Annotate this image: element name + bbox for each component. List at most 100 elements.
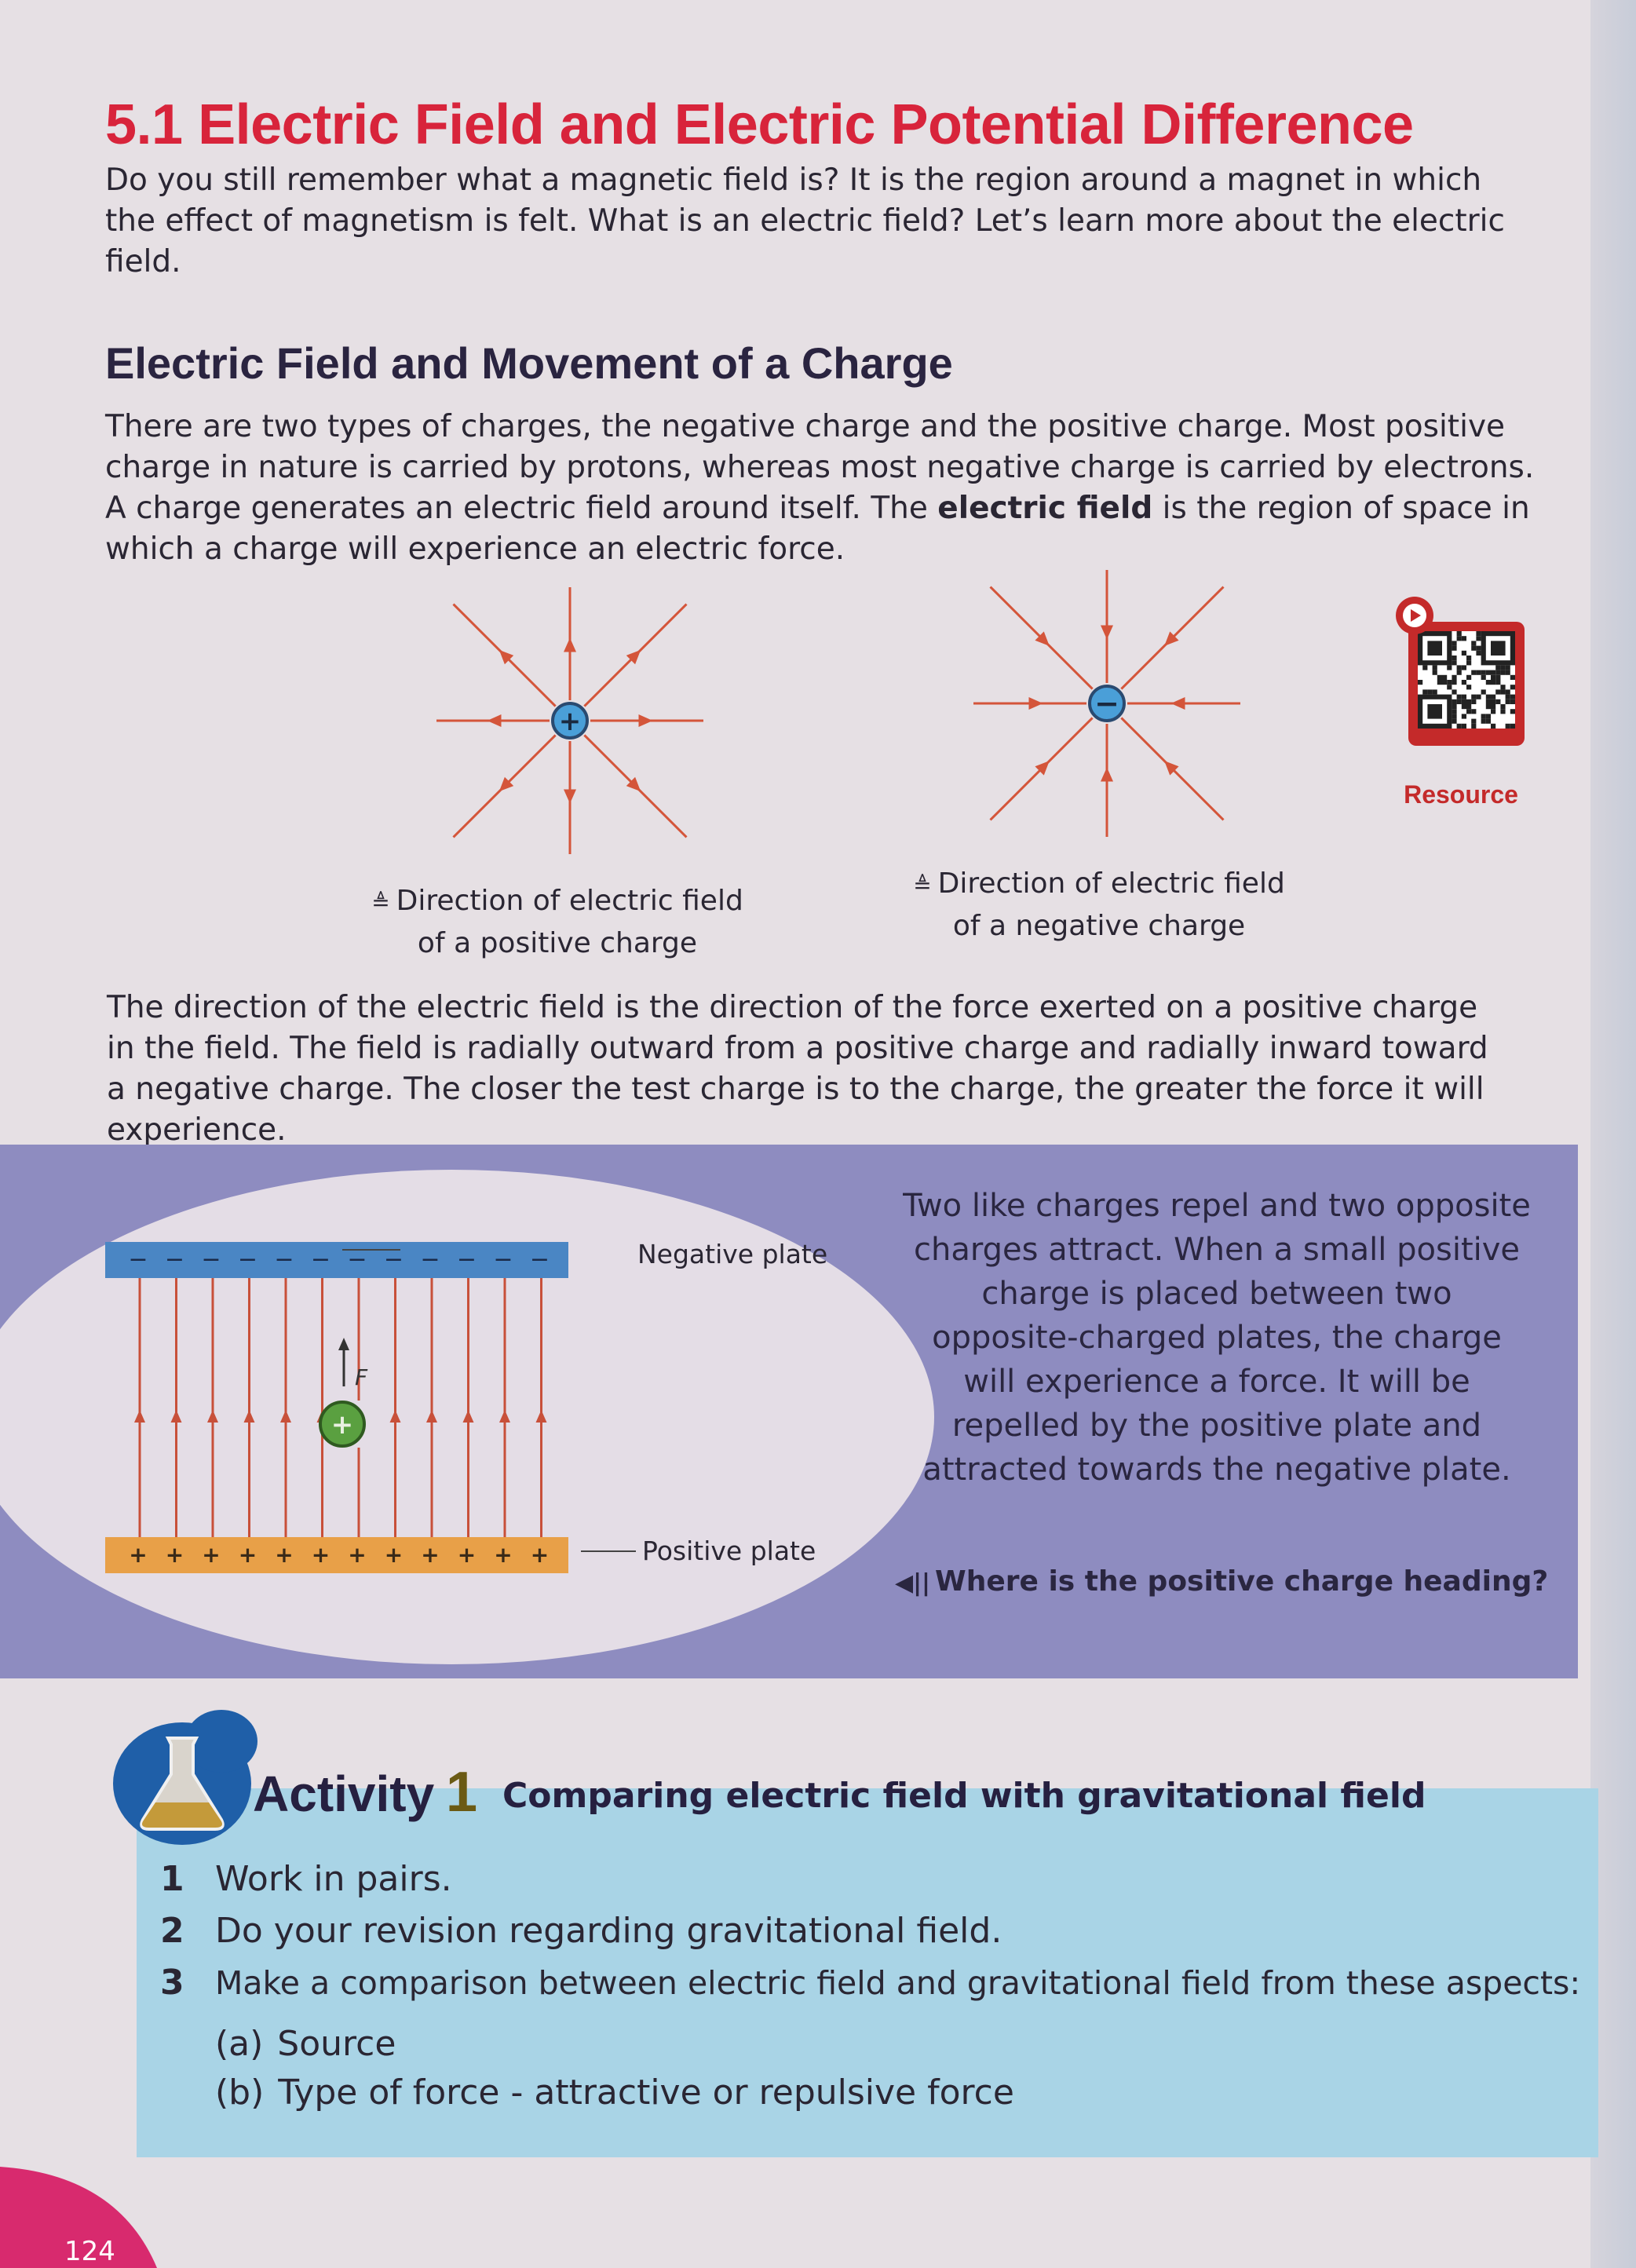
activity-item-1: 1 Work in pairs.	[160, 1859, 452, 1899]
negative-caption: ≜Direction of electric field of a negati…	[911, 864, 1287, 947]
activity-item-2: 2 Do your revision regarding gravitationa…	[160, 1911, 1002, 1951]
audio-icon[interactable]: ◀||	[895, 1569, 930, 1597]
caption-text: Direction of electric field	[396, 885, 743, 917]
positive-charge-diagram: +	[436, 587, 703, 854]
activity-subitem-a: (a)Source	[215, 2024, 396, 2064]
direction-line: experience.	[107, 1112, 287, 1148]
force-arrowhead	[338, 1338, 349, 1350]
positive-caption: ≜Direction of electric field of a positi…	[369, 881, 746, 964]
positive-plate-label: Positive plate	[642, 1536, 816, 1566]
direction-line: The direction of the electric field is t…	[107, 990, 1478, 1025]
field-arrowhead	[626, 776, 641, 792]
direction-paragraph: The direction of the electric field is t…	[107, 988, 1583, 1151]
question-line[interactable]: ◀||Where is the positive charge heading?	[895, 1565, 1548, 1598]
subitem-label: (a)	[215, 2024, 264, 2064]
item-number: 3	[160, 1963, 184, 2003]
positive-field-lines	[436, 587, 703, 854]
qr-code-icon	[1396, 597, 1525, 746]
negative-plate-signs: −−−−−−−−−−−−	[128, 1246, 550, 1273]
negative-sign: −	[165, 1246, 184, 1273]
field-arrowhead	[1164, 631, 1179, 646]
negative-field-lines	[973, 570, 1240, 837]
negative-sign: −	[201, 1246, 221, 1273]
plate-field-arrowhead	[462, 1410, 474, 1423]
explanation-line: charges attract. When a small positive	[913, 1232, 1521, 1268]
positive-sign: +	[166, 1542, 184, 1568]
direction-line: a negative charge. The closer the test c…	[107, 1072, 1484, 1107]
resource-qr[interactable]: Resource	[1394, 589, 1528, 809]
negative-charge-diagram: −	[973, 570, 1240, 837]
positive-sign: +	[494, 1542, 512, 1568]
item-text: Do your revision regarding gravitational…	[215, 1911, 1002, 1951]
positive-sign: +	[421, 1542, 439, 1568]
field-arrowhead	[1035, 631, 1050, 646]
question-text: Where is the positive charge heading?	[935, 1565, 1549, 1598]
parallel-plates-diagram: −−−−−−−−−−−− ++++++++++++ F +	[105, 1242, 636, 1573]
negative-sign: −	[420, 1246, 440, 1273]
subitem-label: (b)	[215, 2073, 265, 2113]
charges-line: charge in nature is carried by protons, …	[105, 450, 1535, 485]
plate-field-arrowhead	[134, 1410, 145, 1423]
field-arrowhead	[1035, 761, 1050, 776]
plate-field-arrowhead	[389, 1410, 401, 1423]
field-arrowhead	[1170, 697, 1185, 710]
negative-sign: −	[238, 1246, 257, 1273]
field-arrowhead	[498, 649, 514, 665]
plate-field-arrowhead	[280, 1410, 291, 1423]
field-arrowhead	[1164, 761, 1179, 776]
plate-field-arrowhead	[426, 1410, 437, 1423]
item-number: 2	[160, 1911, 184, 1951]
page-tab	[0, 2167, 157, 2268]
intro-line: Do you still remember what a magnetic fi…	[105, 163, 1482, 198]
field-arrowhead	[564, 637, 576, 652]
charges-line: There are two types of charges, the nega…	[105, 409, 1506, 444]
plate-field-arrowhead	[535, 1410, 547, 1423]
item-number: 1	[160, 1859, 184, 1899]
positive-charge-symbol: +	[559, 706, 582, 737]
explanation-line: will experience a force. It will be	[963, 1364, 1470, 1400]
caption-text: Direction of electric field	[937, 867, 1285, 900]
charges-line: A charge generates an electric field aro…	[105, 488, 1565, 529]
negative-sign: −	[274, 1246, 294, 1273]
item-text: Work in pairs.	[215, 1859, 452, 1899]
flask-icon	[113, 1710, 257, 1845]
test-charge-symbol: +	[331, 1409, 354, 1441]
charges-line: which a charge will experience an electr…	[105, 531, 845, 567]
subitem-text: Type of force - attractive or repulsive …	[278, 2073, 1014, 2113]
caption-line: ≜Direction of electric field	[911, 864, 1287, 906]
test-charge	[319, 1401, 366, 1448]
negative-sign: −	[311, 1246, 330, 1273]
explanation-line: opposite-charged plates, the charge	[932, 1320, 1502, 1356]
negative-sign: −	[128, 1246, 148, 1273]
caption-line: ≜Direction of electric field	[369, 881, 746, 923]
positive-sign: +	[129, 1542, 147, 1568]
activity-subtitle: Comparing electric field with gravitatio…	[502, 1776, 1426, 1816]
field-arrowhead	[564, 789, 576, 804]
explanation-line: Two like charges repel and two opposite	[903, 1188, 1531, 1224]
section-title: 5.1 Electric Field and Electric Potentia…	[105, 93, 1414, 156]
force-label: F	[355, 1364, 368, 1390]
intro-line: the effect of magnetism is felt. What is…	[105, 203, 1505, 239]
field-arrowhead	[1101, 625, 1113, 640]
positive-sign: +	[312, 1542, 330, 1568]
explanation-line: repelled by the positive plate and	[951, 1408, 1482, 1444]
text-span: is the region of space in	[1152, 491, 1530, 526]
negative-charge-symbol: −	[1094, 686, 1119, 721]
play-icon	[1411, 609, 1421, 622]
field-arrowhead	[1028, 697, 1043, 710]
negative-sign: −	[457, 1246, 477, 1273]
plate-field-arrowhead	[243, 1410, 255, 1423]
positive-sign: +	[348, 1542, 366, 1568]
subheading: Electric Field and Movement of a Charge	[105, 338, 953, 388]
direction-line: in the field. The field is radially outw…	[107, 1031, 1488, 1066]
positive-sign: +	[458, 1542, 476, 1568]
caption-marker-icon: ≜	[913, 872, 932, 898]
activity-box	[137, 1788, 1598, 2157]
field-arrowhead	[498, 776, 514, 792]
field-arrowhead	[1101, 767, 1113, 782]
bold-term: electric field	[937, 491, 1153, 526]
positive-plate-signs: ++++++++++++	[129, 1542, 549, 1568]
negative-charge-circle	[1088, 685, 1126, 722]
positive-charge-circle	[551, 702, 589, 740]
field-arrowhead	[487, 714, 502, 727]
